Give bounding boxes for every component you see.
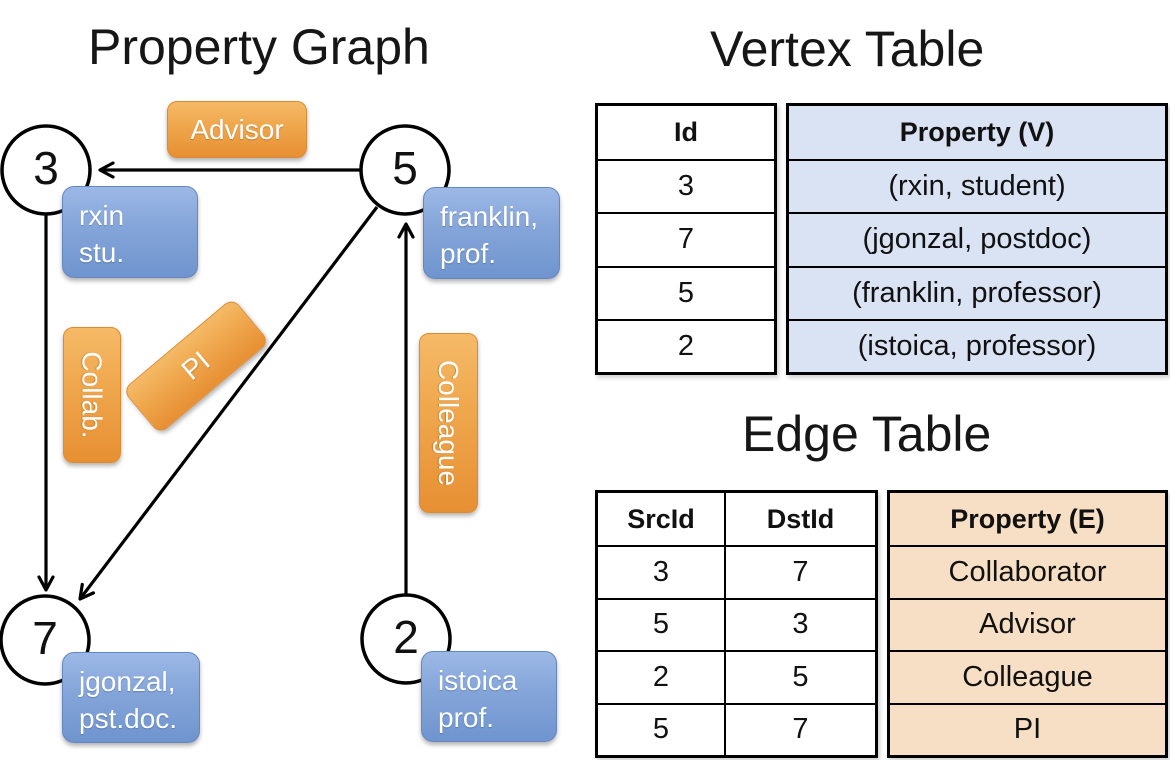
node-id-3: 3 <box>33 141 59 194</box>
edge-table-dst-cell: 7 <box>726 545 875 597</box>
vertex-table-header-id: Id <box>674 117 698 148</box>
edge-table-dst-cell: 5 <box>726 650 875 702</box>
vertex-prop-3-line2: stu. <box>79 237 125 269</box>
vertex-prop-5-line2: prof. <box>440 238 497 270</box>
vertex-table-id-column: Id 3 7 5 2 <box>595 103 777 375</box>
edge-table-src-cell: 5 <box>598 597 726 651</box>
vertex-table-property-cell: (franklin, professor) <box>789 265 1165 319</box>
edge-table-property-cell: Advisor <box>890 597 1165 650</box>
vertex-prop-box-3: rxin stu. <box>62 186 198 278</box>
edge-table-header-dstid: DstId <box>766 503 835 534</box>
edge-label-advisor: Advisor <box>167 101 307 158</box>
vertex-table-header-property: Property (V) <box>899 117 1055 148</box>
vertex-table-property-cell: (rxin, student) <box>789 159 1165 212</box>
vertex-prop-7-line2: pst.doc. <box>79 703 178 735</box>
edge-label-colleague-text: Colleague <box>433 359 465 487</box>
vertex-table-property-cell: (istoica, professor) <box>789 318 1165 372</box>
edge-line-pi-5-7 <box>78 206 379 601</box>
vertex-table-id-cell: 3 <box>598 159 774 212</box>
edge-label-collab-text: Collab. <box>77 351 109 439</box>
edge-table-property-cell: Collaborator <box>890 545 1165 597</box>
vertex-table-id-cell: 5 <box>598 265 774 319</box>
vertex-table-property-cell: (jgonzal, postdoc) <box>789 212 1165 265</box>
edge-table-id-columns: SrcId DstId 3 7 5 3 2 5 5 7 <box>595 490 878 758</box>
vertex-table-id-cell: 2 <box>598 318 774 372</box>
edge-label-pi-text: PI <box>175 345 216 386</box>
edge-table-dst-cell: 3 <box>726 597 875 650</box>
edge-table-header-srcid: SrcId <box>598 493 726 546</box>
edge-table-title: Edge Table <box>742 406 992 462</box>
vertex-table-property-column: Property (V) (rxin, student) (jgonzal, p… <box>786 103 1168 375</box>
vertex-prop-3-line1: rxin <box>79 200 125 231</box>
vertex-table-title: Vertex Table <box>710 21 985 77</box>
property-graph-title: Property Graph <box>88 19 430 75</box>
vertex-prop-2-line2: prof. <box>438 702 495 734</box>
vertex-prop-box-7: jgonzal, pst.doc. <box>62 652 200 743</box>
vertex-prop-box-5: franklin, prof. <box>423 187 560 279</box>
vertex-prop-2-line1: istoica <box>438 665 518 696</box>
vertex-prop-5-line1: franklin, <box>440 201 539 232</box>
vertex-prop-box-2: istoica prof. <box>421 651 557 742</box>
edge-table-property-column: Property (E) Collaborator Advisor Collea… <box>887 490 1168 758</box>
vertex-prop-7-line1: jgonzal, <box>79 666 176 697</box>
edge-table-src-cell: 2 <box>598 650 726 703</box>
node-id-2: 2 <box>393 610 419 663</box>
vertex-table-id-cell: 7 <box>598 212 774 265</box>
edge-label-advisor-text: Advisor <box>190 113 284 145</box>
edge-table-header-property: Property (E) <box>950 503 1105 534</box>
edge-table-src-cell: 5 <box>598 702 726 755</box>
edge-table-property-cell: Colleague <box>890 650 1165 702</box>
edge-table-property-cell: PI <box>890 702 1165 755</box>
edge-table-src-cell: 3 <box>598 545 726 598</box>
edge-table-dst-cell: 7 <box>726 702 875 755</box>
edge-label-colleague: Colleague <box>419 333 478 513</box>
node-id-7: 7 <box>32 611 58 664</box>
edge-label-collab: Collab. <box>63 327 121 463</box>
node-id-5: 5 <box>392 141 418 194</box>
